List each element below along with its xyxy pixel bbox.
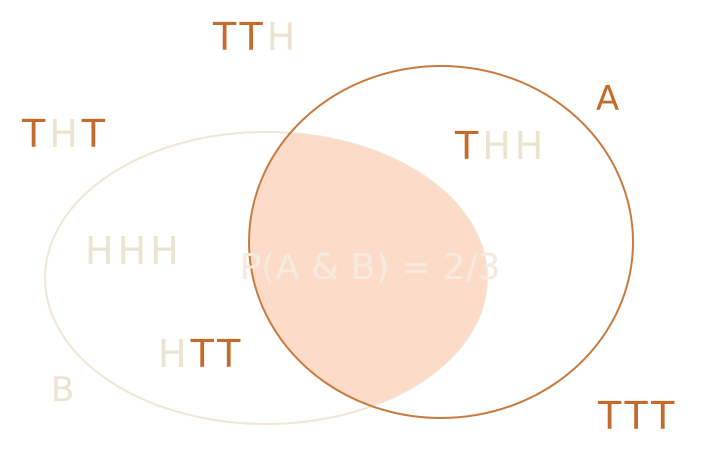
outcome-hhh: HHH [85, 229, 183, 273]
heads-letter: H [267, 15, 300, 59]
outcome-label: HTT [158, 332, 244, 376]
heads-letter: H [150, 229, 183, 273]
tails-letter: T [239, 15, 267, 59]
outcome-label: THH [454, 124, 547, 168]
outcome-thh: THH [454, 124, 547, 168]
set-a-label: A [596, 79, 619, 119]
outcome-label: THT [21, 112, 109, 156]
outcome-tht: THT [21, 112, 109, 156]
intersection-region [249, 132, 487, 418]
set-a-ellipse [248, 65, 634, 419]
tails-letter: T [212, 15, 240, 59]
tails-letter: T [624, 394, 652, 438]
tails-letter: T [81, 112, 109, 156]
outcome-htt: HTT [158, 332, 244, 376]
heads-letter: H [482, 124, 515, 168]
set-b-label: B [51, 370, 74, 410]
outcome-label: TTH [212, 15, 299, 59]
tails-letter: T [190, 332, 218, 376]
outcome-label: TTT [597, 394, 678, 438]
heads-letter: H [515, 124, 548, 168]
outcome-label: HHH [85, 229, 183, 273]
heads-letter: H [49, 112, 82, 156]
intersection-probability-label: P(A & B) = 2/3 [239, 247, 500, 288]
outcome-tth: TTH [212, 15, 299, 59]
tails-letter: T [21, 112, 49, 156]
tails-letter: T [216, 332, 244, 376]
tails-letter: T [454, 124, 482, 168]
outcome-ttt: TTT [597, 394, 678, 438]
heads-letter: H [118, 229, 151, 273]
tails-letter: T [597, 394, 625, 438]
heads-letter: H [85, 229, 118, 273]
heads-letter: H [158, 332, 191, 376]
tails-letter: T [650, 394, 678, 438]
